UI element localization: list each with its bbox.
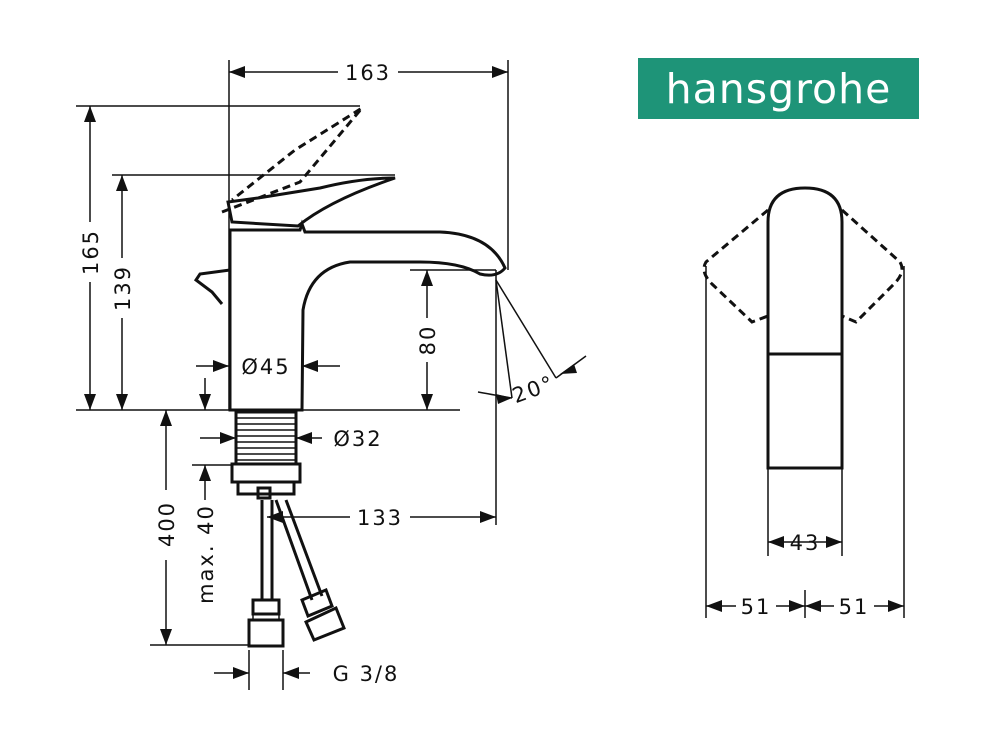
dim-51-right: 51 xyxy=(839,595,870,619)
dim-g-3-8: G 3/8 xyxy=(333,662,400,686)
side-view: 163 165 139 80 Ø45 Ø32 xyxy=(76,60,587,690)
popup-rod xyxy=(193,268,231,305)
dim-max-40: max. 40 xyxy=(194,504,218,604)
hansgrohe-logo: hansgrohe xyxy=(638,58,919,119)
dim-43: 43 xyxy=(790,531,821,555)
dim-51-left: 51 xyxy=(741,595,772,619)
dim-165: 165 xyxy=(79,229,103,275)
thread-section xyxy=(230,410,302,500)
dim-80: 80 xyxy=(416,325,440,356)
dim-139: 139 xyxy=(111,265,135,311)
logo-text: hansgrohe xyxy=(665,64,892,113)
supply-hoses xyxy=(247,499,346,648)
front-lever xyxy=(766,186,844,356)
dim-163: 163 xyxy=(345,61,391,85)
front-lever-left-swing xyxy=(702,208,769,324)
faucet-body xyxy=(228,219,507,412)
dim-diameter-32: Ø32 xyxy=(333,427,382,451)
dim-400: 400 xyxy=(155,501,179,547)
dim-angle-20: 20° xyxy=(509,371,558,408)
dim-133: 133 xyxy=(357,506,403,530)
dim-diameter-45: Ø45 xyxy=(241,355,290,379)
front-lever-right-swing xyxy=(840,208,904,324)
front-body xyxy=(766,352,844,470)
lever-handle xyxy=(226,176,396,228)
lever-handle-raised xyxy=(221,106,364,214)
front-view: 43 51 51 xyxy=(702,186,905,619)
